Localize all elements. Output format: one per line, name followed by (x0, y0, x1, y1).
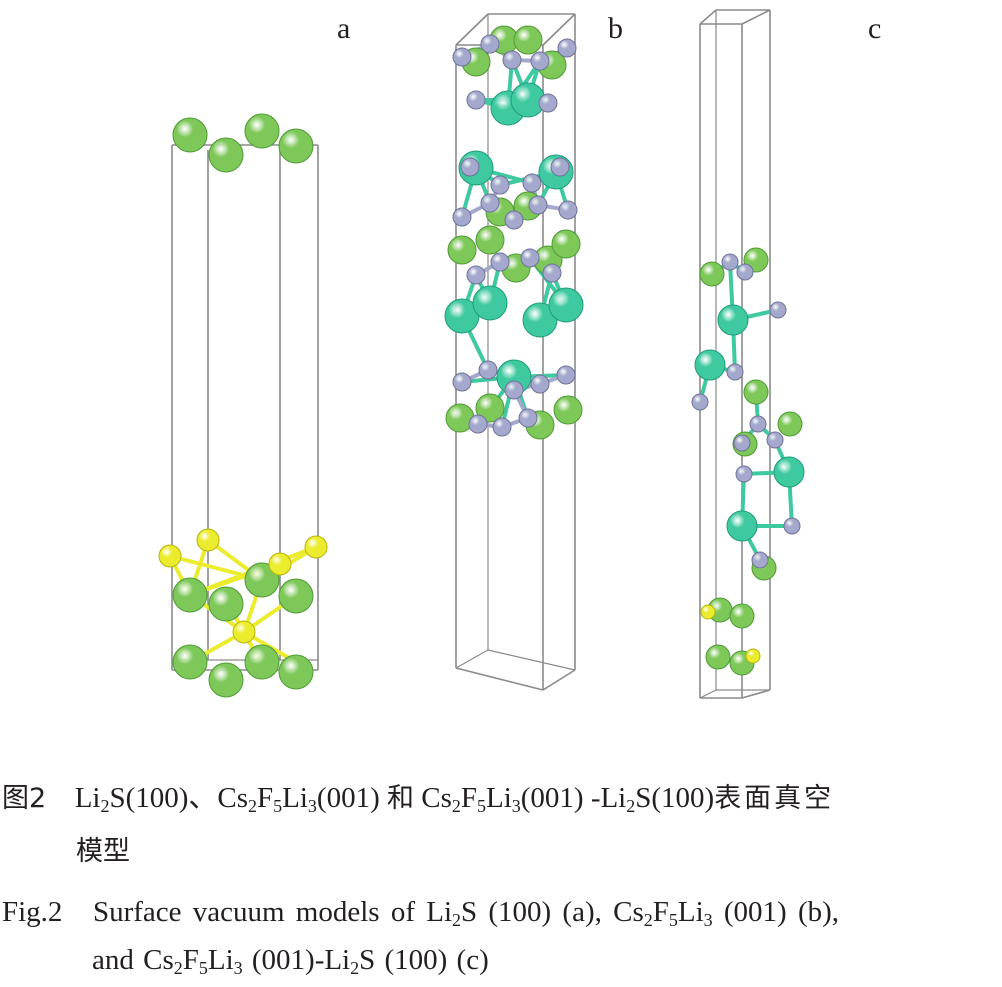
li-atom (172, 577, 208, 613)
f-atom (749, 415, 767, 433)
f-atom (490, 252, 510, 272)
li-atom (278, 578, 314, 614)
unit-cell-edge (455, 649, 489, 669)
f-atom (691, 393, 709, 411)
li-atom (208, 662, 244, 698)
f-atom (556, 365, 576, 385)
caption-en-text: Surface vacuum models of Li2S (100) (a),… (92, 896, 840, 931)
f-atom (542, 263, 562, 283)
f-atom (751, 551, 769, 569)
f-atom (518, 408, 538, 428)
li-atom (208, 586, 244, 622)
panel-label-b: b (608, 12, 623, 45)
f-atom (558, 200, 578, 220)
li-atom (777, 411, 803, 437)
li-atom (244, 644, 280, 680)
li-atom (447, 235, 477, 265)
li-atom (172, 644, 208, 680)
unit-cell-edge (699, 689, 717, 699)
f-atom (769, 301, 787, 319)
unit-cell-edge (542, 669, 576, 691)
li-atom (244, 113, 280, 149)
f-atom (452, 372, 472, 392)
cs-atom (726, 510, 758, 542)
f-atom (452, 47, 472, 67)
f-atom (528, 195, 548, 215)
cs-atom (694, 349, 726, 381)
panel-label-a: a (337, 12, 351, 45)
li-atom (513, 25, 543, 55)
li-atom (244, 562, 280, 598)
crystal-structure-figure (158, 9, 805, 699)
f-atom (530, 374, 550, 394)
f-atom (468, 414, 488, 434)
f-atom (490, 175, 510, 195)
f-atom (480, 34, 500, 54)
caption-cn-line1: 图2 Li2S(100)、Cs2F5Li3(001) 和 Cs2F5Li3(00… (2, 778, 834, 819)
unit-cell-edge (741, 9, 771, 25)
li-atom (743, 379, 769, 405)
s-atom (700, 604, 716, 620)
li-atom (705, 644, 731, 670)
atoms (158, 25, 805, 698)
f-atom (466, 265, 486, 285)
f-atom (557, 38, 577, 58)
li-atom (208, 137, 244, 173)
li-atom (278, 128, 314, 164)
unit-cell-edge (699, 9, 717, 25)
cs-atom (472, 285, 508, 321)
li-atom (172, 117, 208, 153)
li-atom (278, 654, 314, 690)
f-atom (735, 465, 753, 483)
f-atom (550, 157, 570, 177)
f-atom (504, 380, 524, 400)
panel-label-c: c (868, 12, 882, 45)
f-atom (466, 90, 486, 110)
unit-cell-edge (455, 667, 544, 691)
f-atom (460, 157, 480, 177)
unit-cell-edge (455, 13, 489, 46)
s-atom (304, 535, 328, 559)
s-atom (268, 552, 292, 576)
f-atom (733, 434, 751, 452)
li-atom (699, 261, 725, 287)
caption-cn-label: 图2 (2, 783, 47, 814)
f-atom (492, 417, 512, 437)
cs-atom (548, 287, 584, 323)
unit-cell-edge (487, 649, 576, 671)
li-atom (475, 393, 505, 423)
li-atom (475, 225, 505, 255)
li-atom (553, 395, 583, 425)
s-atom (745, 648, 761, 664)
li-atom (729, 603, 755, 629)
unit-cell-edge (741, 689, 771, 699)
unit-cell-edge (542, 13, 576, 46)
f-atom (530, 51, 550, 71)
cs-atom (717, 304, 749, 336)
s-atom (196, 528, 220, 552)
f-atom (452, 207, 472, 227)
caption-en-line1: Fig.2 Surface vacuum models of Li2S (100… (2, 892, 839, 932)
caption-cn-text: Li2S(100)、Cs2F5Li3(001) 和 Cs2F5Li3(001) … (74, 782, 835, 817)
f-atom (504, 210, 524, 230)
figure: a b c (158, 9, 882, 699)
cs-atom (773, 456, 805, 488)
f-atom (538, 93, 558, 113)
f-atom (766, 431, 784, 449)
f-atom (502, 50, 522, 70)
caption-cn-line2: 模型 (76, 836, 130, 867)
f-atom (726, 363, 744, 381)
f-atom (520, 248, 540, 268)
caption-en-line2: and Cs2F5Li3 (001)-Li2S (100) (c) (92, 944, 489, 979)
f-atom (783, 517, 801, 535)
s-atom (232, 620, 256, 644)
caption-en-label: Fig.2 (2, 896, 63, 928)
s-atom (158, 544, 182, 568)
f-atom (736, 263, 754, 281)
f-atom (522, 173, 542, 193)
f-atom (478, 360, 498, 380)
f-atom (480, 193, 500, 213)
li-atom (551, 229, 581, 259)
f-atom (721, 253, 739, 271)
